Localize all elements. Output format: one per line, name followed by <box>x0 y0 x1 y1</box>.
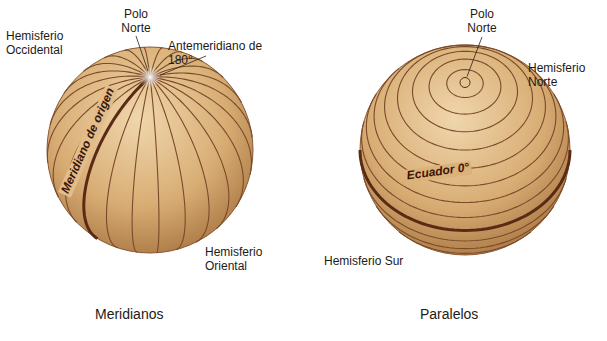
leader-line <box>136 36 148 71</box>
globe-body <box>47 47 253 253</box>
map-label: Polo Norte <box>112 8 160 36</box>
grid-line <box>150 77 159 253</box>
map-label: Hemisferio Sur <box>324 255 404 269</box>
grid-line <box>53 77 150 197</box>
grid-line <box>150 73 242 103</box>
grid-line <box>362 122 569 218</box>
leader-line <box>467 37 482 77</box>
grid-line <box>399 232 531 254</box>
main-line <box>84 77 150 238</box>
grid-line <box>150 77 229 229</box>
map-label: Hemisferio Oriental <box>205 246 295 274</box>
grid-line <box>376 206 554 249</box>
grid-line <box>150 66 223 77</box>
main-line <box>360 150 570 230</box>
grid-line <box>150 77 209 242</box>
pole-mark <box>460 78 470 88</box>
grid-line <box>447 70 483 98</box>
pole-mark <box>139 66 161 88</box>
grid-line <box>106 77 150 248</box>
grid-line <box>150 77 252 137</box>
grid-line <box>385 45 546 168</box>
map-label: Polo Norte <box>458 8 506 36</box>
map-label: Hemisferio Norte <box>528 62 600 90</box>
figure-caption: Meridianos <box>95 306 195 322</box>
meridians-globe <box>47 47 253 253</box>
grid-line <box>132 77 150 252</box>
grid-line <box>150 77 243 207</box>
grid-line <box>429 59 501 114</box>
map-label: Antemeridiano de 180° <box>168 40 278 68</box>
grid-line <box>150 77 251 175</box>
grid-line <box>150 77 185 250</box>
grid-line <box>398 47 533 150</box>
map-label: Hemisferio Occidental <box>6 30 86 58</box>
grid-line <box>413 51 518 131</box>
figure-caption: Paralelos <box>420 306 520 322</box>
